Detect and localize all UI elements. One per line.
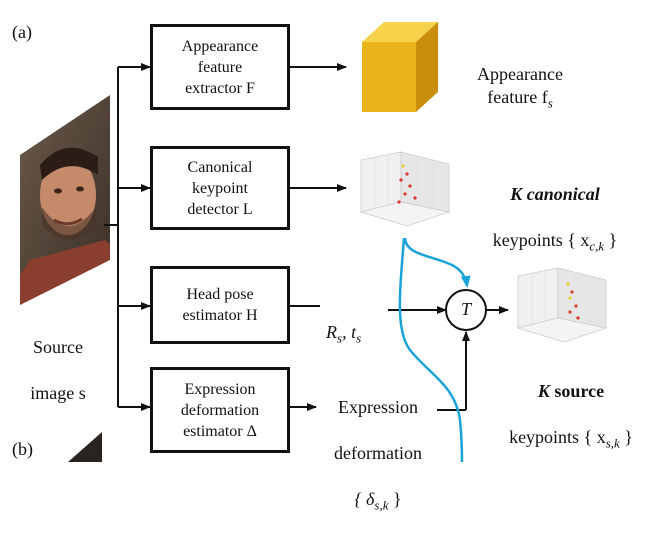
- source-caption-line2: image s: [30, 383, 86, 403]
- source-caption: Source image s: [18, 313, 98, 428]
- source-kp-index: s,k: [605, 435, 620, 451]
- canonical-keypoints-label: K canonical keypoints { xc,k }: [470, 160, 640, 281]
- canonical-subtitle: keypoints { xc,k }: [470, 229, 640, 258]
- transform-symbol: T: [460, 299, 471, 319]
- cube-front: [362, 42, 416, 112]
- source-keypoints-plot: [516, 267, 608, 343]
- expression-line3: { δs,k }: [318, 488, 438, 517]
- source-kp-text: keypoints { x: [509, 427, 606, 447]
- canonical-detector-box: Canonical keypoint detector L: [150, 146, 290, 230]
- connection-wires: [104, 63, 509, 462]
- source-kp-subtitle: keypoints { xs,k }: [486, 426, 656, 455]
- appearance-feature-text: Appearance feature f: [477, 64, 563, 107]
- canonical-index: c,k: [589, 238, 605, 254]
- source-kp-title: K source: [486, 380, 656, 403]
- source-kp-word: source: [554, 381, 605, 401]
- source-keypoints-label: K source keypoints { xs,k }: [486, 357, 656, 478]
- appearance-feature-sub: s: [547, 95, 553, 111]
- source-face-image: [20, 95, 110, 305]
- appearance-feature-label: Appearance feature fs: [450, 40, 590, 115]
- canonical-close: }: [604, 230, 618, 250]
- panel-label-b: (b): [12, 439, 33, 459]
- pose-label: Rs, ts: [326, 298, 386, 350]
- appearance-feature-cube: [362, 22, 438, 112]
- appearance-extractor-label: Appearance feature extractor F: [181, 37, 259, 97]
- source-caption-line1: Source: [33, 337, 83, 357]
- pose-t-sub: s: [356, 330, 362, 346]
- cube-side: [416, 22, 438, 112]
- pose-r-sub: s: [337, 330, 343, 346]
- pose-mid: , t: [342, 322, 357, 342]
- cube-top: [362, 22, 438, 42]
- panel-label-a: (a): [12, 22, 32, 42]
- expression-index: s,k: [374, 497, 389, 513]
- head-pose-estimator-box: Head pose estimator H: [150, 266, 290, 344]
- expression-estimator-box: Expression deformation estimator Δ: [150, 367, 290, 453]
- expression-line2: deformation: [334, 443, 422, 463]
- canonical-detector-label: Canonical keypoint detector L: [187, 158, 253, 218]
- canonical-title: K canonical: [510, 184, 600, 204]
- source-kp-k: K: [537, 381, 550, 401]
- canonical-keypoints-plot: [359, 151, 451, 227]
- expression-delta: { δ: [354, 489, 375, 509]
- appearance-extractor-box: Appearance feature extractor F: [150, 24, 290, 110]
- expression-close: }: [388, 489, 402, 509]
- expression-estimator-label: Expression deformation estimator Δ: [180, 380, 260, 440]
- transform-node: [445, 289, 487, 331]
- pose-r: R: [326, 322, 337, 342]
- expression-line1: Expression: [338, 397, 418, 417]
- source-kp-close: }: [619, 427, 633, 447]
- head-pose-estimator-label: Head pose estimator H: [182, 286, 258, 324]
- canonical-sub-text: keypoints { x: [492, 230, 590, 250]
- expression-deformation-label: Expression deformation { δs,k }: [318, 373, 438, 540]
- panel-b-image-corner: [68, 432, 102, 462]
